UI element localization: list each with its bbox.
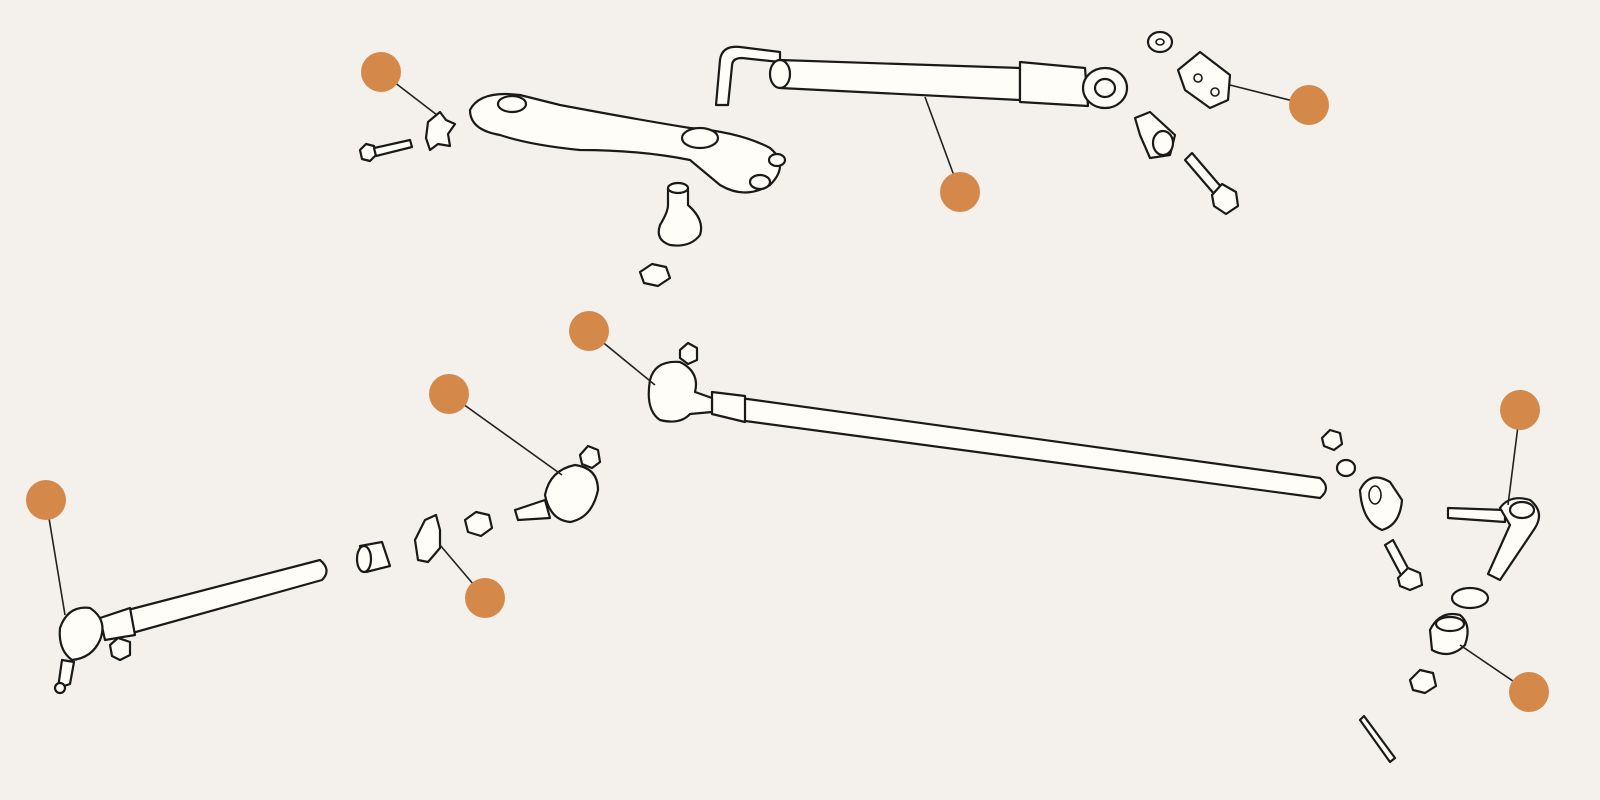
- right-clamp: [1358, 476, 1404, 532]
- right-tie-rod-end: [1446, 497, 1541, 582]
- adjuster-sleeve: [355, 540, 392, 574]
- right-nut-small: [1320, 428, 1344, 452]
- callout-marker[interactable]: [1500, 390, 1540, 430]
- split-pin: [1358, 714, 1397, 764]
- callout-marker[interactable]: [1509, 672, 1549, 712]
- left-tie-rod-end: [513, 444, 602, 524]
- idler-arm-bolt: [358, 138, 414, 163]
- damper-bracket: [1176, 50, 1232, 110]
- tie-rod-nut: [463, 510, 494, 538]
- clamp-bolt: [1383, 538, 1424, 592]
- idler-arm: [468, 92, 787, 194]
- left-outer-track-rod: [53, 558, 328, 695]
- castle-nut: [1408, 668, 1438, 695]
- right-washer-small: [1335, 458, 1357, 478]
- steering-damper: [714, 45, 1129, 110]
- callout-marker[interactable]: [940, 172, 980, 212]
- callout-marker[interactable]: [569, 311, 609, 351]
- center-track-rod: [647, 341, 1328, 500]
- callout-leader-line: [448, 393, 563, 476]
- damper-bushing: [1133, 110, 1177, 160]
- idler-nut: [638, 262, 672, 288]
- lock-tab-washer: [424, 110, 457, 152]
- idler-ball-stud: [657, 181, 703, 247]
- lock-tab-washer-2: [413, 513, 442, 564]
- rubber-boot: [1428, 612, 1469, 656]
- callout-marker[interactable]: [26, 480, 66, 520]
- right-washer: [1450, 586, 1490, 610]
- callout-marker[interactable]: [429, 374, 469, 414]
- callout-group: [26, 52, 1549, 712]
- damper-bolt: [1183, 151, 1240, 216]
- callout-marker[interactable]: [1289, 85, 1329, 125]
- callout-marker[interactable]: [465, 578, 505, 618]
- callout-marker[interactable]: [361, 52, 401, 92]
- damper-washer: [1146, 30, 1174, 54]
